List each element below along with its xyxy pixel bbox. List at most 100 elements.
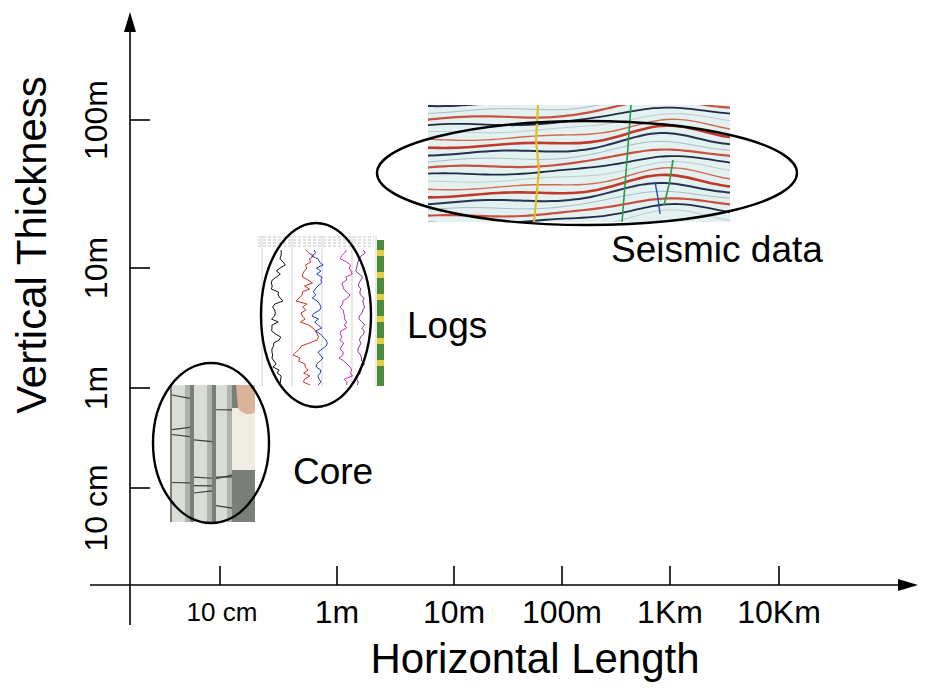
x-tick-label: 10 cm [187,599,258,625]
y-tick [130,387,150,389]
log-lithology-bit [377,338,384,344]
x-tick [219,566,221,585]
log-header [258,246,374,247]
fault-line [655,182,660,214]
log-curve [271,250,285,385]
data-type-label: Logs [407,306,487,347]
seismic-reflector [428,191,730,210]
seismic-reflector [428,105,730,106]
ellipse-outline [153,363,269,523]
x-tick-label: 100m [522,596,602,628]
seismic-reflector [428,156,730,175]
x-tick [778,566,780,585]
y-tick-label: 1m [78,366,114,410]
core-fracture [194,491,212,493]
axes [90,12,918,625]
ellipse-outline [375,119,799,227]
log-track-line [352,236,353,386]
core-fracture [172,427,190,429]
log-lithology-bit [377,272,384,278]
seismic-reflector [428,198,730,216]
seismic-reflector [428,108,730,126]
x-tick-label: 10Km [737,594,821,630]
data-type-label: Core [293,452,373,493]
axis-title: Vertical Thickness [8,76,55,414]
y-axis [129,28,131,625]
scale-ellipse: Seismic data [377,121,797,225]
fault-line [664,160,673,205]
x-axis-arrowhead [898,579,918,591]
y-tick-label: 10 cm [78,464,114,551]
x-tick [561,566,563,585]
x-tick-label: 100m [522,594,602,630]
core-fracture [172,482,190,483]
scale-ellipse: Logs [261,223,371,407]
core-cylinder [172,385,190,522]
log-lithology-bit [377,294,384,300]
core-photo [170,385,255,522]
core-cylinder [194,385,212,522]
x-tick-label: 10 cm [187,597,258,627]
x-tick-label: 10m [423,594,485,630]
y-axis-arrowhead [124,12,136,32]
scale-ellipse: Core [153,363,269,523]
ellipse-outline [377,121,797,225]
log-lithology-bit [377,360,384,366]
y-tick-label: 100m [80,80,112,160]
core-fracture [216,476,232,477]
x-tick-label: 1Km [637,596,703,628]
log-lithology-strip [377,240,384,386]
y-tick-label: 10m [80,237,112,299]
axis-title: Horizontal Length [370,638,699,680]
y-tick [130,487,150,489]
core-card [232,408,255,470]
ellipse-outline [259,221,373,409]
core-fracture [194,440,212,442]
y-tick-label: 10 cm [80,464,112,551]
core-fracture [216,475,232,479]
log-track-line [292,236,293,386]
x-tick-label: 1m [315,594,359,630]
core-shade [227,385,232,522]
x-tick [669,566,671,585]
seismic-reflector [428,168,730,190]
core-shade [185,385,190,522]
x-tick-label: 10m [423,596,485,628]
core-shade [207,385,212,522]
data-type-label: Seismic data [611,230,823,271]
y-tick-label: 100m [78,80,114,160]
log-lithology-bit [377,250,384,256]
y-tick-label: 10m [78,237,114,299]
seismic-section [428,105,730,222]
core-fracture [216,506,232,508]
x-axis [90,584,902,586]
seismic-reflector [428,105,730,120]
seismic-reflector [428,133,730,155]
log-header [258,243,374,244]
x-tick-label: 1Km [637,594,703,630]
core-fracture [194,485,212,487]
x-tick [453,566,455,585]
ellipse-outline [261,223,371,407]
core-fracture [172,435,190,437]
log-header [258,237,374,238]
log-lithology-bit [377,316,384,322]
core-fracture [216,409,232,410]
axis-title: Horizontal Length [370,635,699,682]
ellipse-outline [151,361,271,525]
log-curve [339,250,352,385]
seismic-reflector [428,150,730,168]
x-tick [336,566,338,585]
seismic-reflector [428,105,730,114]
log-track-line [322,236,323,386]
x-tick-label: 1m [315,596,359,628]
seismic-reflector [428,183,730,204]
y-tick [130,119,150,121]
seismic-reflector [428,162,730,183]
core-hand [236,385,255,414]
axis-title: Vertical Thickness [11,76,53,414]
log-curve [312,250,328,385]
log-header [258,240,374,241]
y-tick [130,267,150,269]
